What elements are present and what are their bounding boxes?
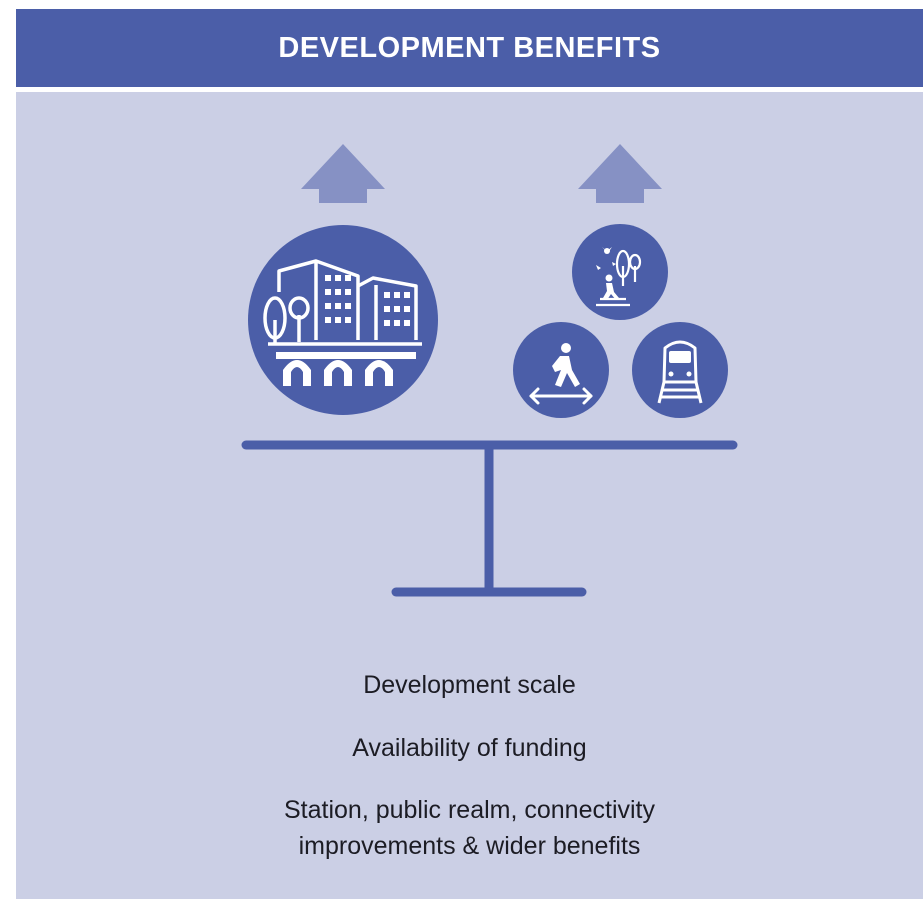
up-arrow-icon (301, 144, 385, 203)
up-arrow-icon (578, 144, 662, 203)
diagram-panel (16, 92, 923, 899)
caption-development-scale: Development scale (363, 671, 576, 699)
caption-benefits: Station, public realm, connectivity impr… (283, 796, 655, 860)
header-banner: DEVELOPMENT BENEFITS (16, 9, 923, 87)
nature-walk-icon (572, 224, 668, 320)
caption-funding: Availability of funding (352, 734, 587, 762)
buildings-icon (248, 225, 438, 415)
pedestrian-connectivity-icon (513, 322, 609, 418)
page-title: DEVELOPMENT BENEFITS (278, 31, 661, 64)
train-icon (632, 322, 728, 418)
balance-scale (241, 440, 738, 597)
